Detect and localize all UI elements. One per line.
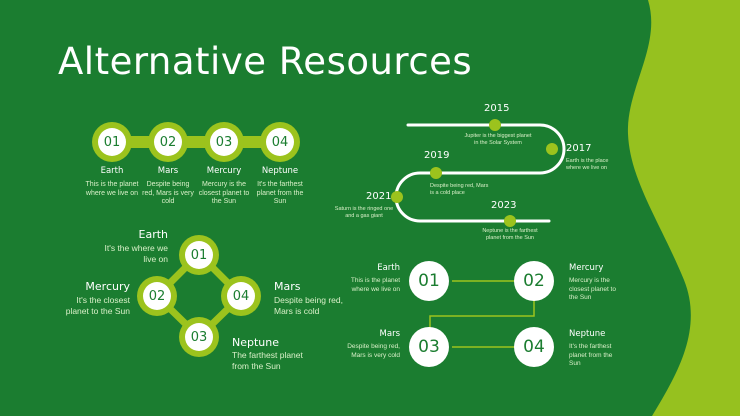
chain-number: 04: [266, 128, 294, 156]
diamond-text: It's the where we live on: [104, 243, 168, 264]
timeline-dot: [489, 119, 501, 131]
chain-text: This is the planet where we live on: [85, 181, 139, 197]
timeline-dot: [391, 191, 403, 203]
diamond-number: 03: [185, 323, 213, 351]
grid-title: Mercury: [569, 263, 604, 273]
chain-title: Mercury: [206, 166, 242, 176]
timeline-year: 2023: [491, 200, 517, 211]
chain-number: 02: [154, 128, 182, 156]
chain-text: Mercury is the closest planet to the Sun: [198, 181, 250, 205]
diamond-title: Neptune: [232, 336, 280, 349]
chain-title: Earth: [100, 166, 124, 176]
diamond-text: It's the closest planet to the Sun: [65, 295, 130, 316]
diamond-number: 04: [227, 282, 255, 310]
timeline-year: 2019: [424, 150, 450, 161]
grid-text: It's the farthest planet from the Sun: [569, 343, 613, 367]
diamond-title: Mercury: [85, 280, 130, 293]
timeline-text: Earth is the place where we live on: [566, 158, 609, 171]
timeline-dot: [430, 167, 442, 179]
timeline-text: Despite being red, Mars is a cold place: [430, 183, 489, 196]
grid-text: This is the planet where we live on: [350, 277, 400, 293]
grid-number: 04: [523, 337, 545, 357]
timeline-text: Jupiter is the biggest planet in the Sol…: [464, 133, 532, 146]
chain-title: Neptune: [261, 166, 299, 176]
diamond-text: The farthest planet from the Sun: [232, 350, 303, 371]
diamond-title: Earth: [138, 228, 169, 241]
grid-circle: [409, 261, 449, 301]
page-title: Alternative Resources: [58, 40, 473, 83]
timeline-text: Saturn is the ringed one and a gas giant: [334, 206, 394, 219]
grid-number: 02: [523, 271, 545, 291]
grid-circle: [514, 261, 554, 301]
grid-circle: [514, 327, 554, 367]
timeline-year: 2017: [566, 143, 592, 154]
chain-number: 03: [210, 128, 238, 156]
grid-number: 03: [418, 337, 440, 357]
grid-text: Mercury is the closest planet to the Sun: [569, 277, 616, 301]
diamond-number: 01: [185, 241, 213, 269]
chain-number: 01: [98, 128, 126, 156]
chain-bar: [108, 136, 284, 148]
timeline-year: 2021: [366, 191, 392, 202]
chain-text: Despite being red, Mars is very cold: [142, 181, 194, 205]
timeline-text: Neptune is the farthest planet from the …: [482, 228, 538, 241]
diamond-text: Despite being red, Mars is cold: [274, 295, 343, 316]
grid-number: 01: [418, 271, 440, 291]
grid-title: Mars: [379, 329, 400, 339]
grid-circle: [409, 327, 449, 367]
grid-text: Despite being red, Mars is very cold: [347, 343, 400, 359]
diamond-title: Mars: [274, 280, 301, 293]
chain-title: Mars: [157, 166, 179, 176]
timeline-dots: [391, 119, 558, 227]
diamond-number: 02: [143, 282, 171, 310]
grid-title: Neptune: [569, 329, 606, 339]
timeline-year: 2015: [484, 103, 510, 114]
timeline-dot: [546, 143, 558, 155]
chain-text: It's the farthest planet from the Sun: [256, 181, 304, 205]
green-wave-shape: [627, 0, 740, 416]
timeline-dot: [504, 215, 516, 227]
grid-title: Earth: [377, 263, 400, 273]
timeline-line: [394, 123, 566, 223]
grid-connector: [429, 280, 535, 348]
